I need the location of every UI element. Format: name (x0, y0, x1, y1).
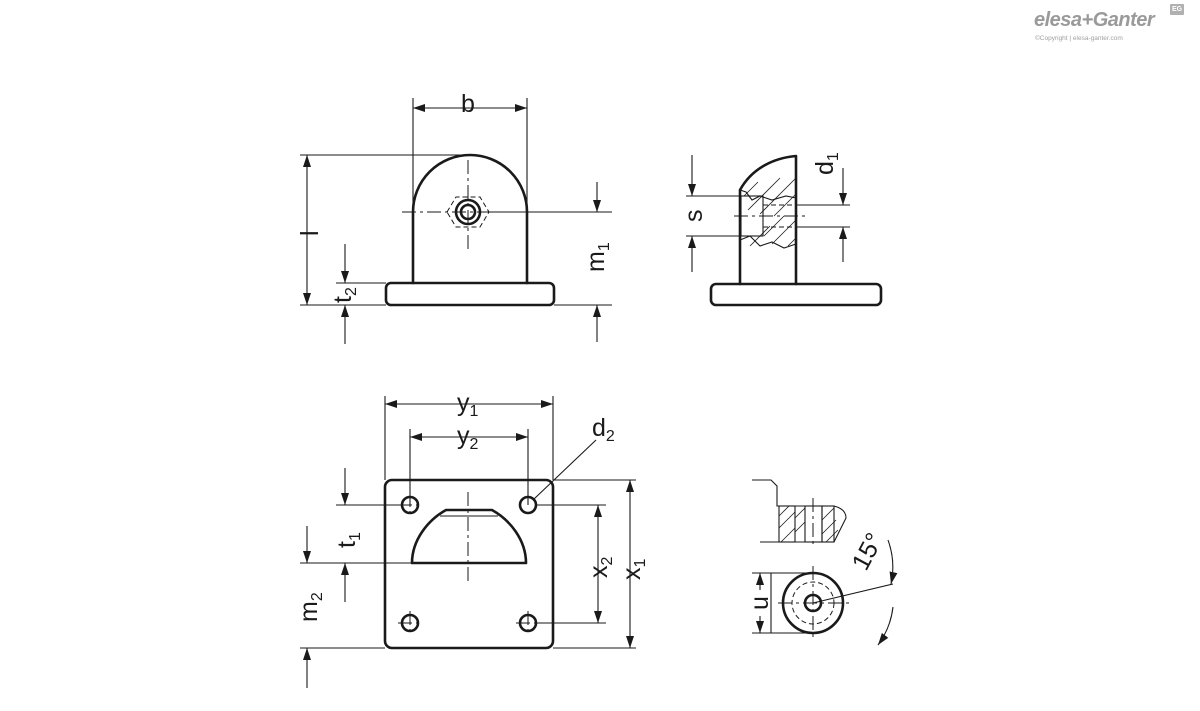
front-view-bracket (411, 153, 529, 285)
label-m2-sub: 2 (309, 592, 326, 601)
label-y2-sub: 2 (470, 436, 479, 453)
svg-text:x2: x2 (585, 557, 616, 579)
label-y1: y (457, 389, 470, 417)
label-x2: x (585, 565, 613, 578)
logo: elesa+Ganter EG ©Copyright | elesa-gante… (1034, 4, 1184, 49)
label-d1-sub: 1 (825, 152, 842, 161)
label-d2-sub: 2 (606, 428, 615, 445)
label-m1: m (582, 251, 610, 272)
front-view-base (384, 281, 556, 307)
label-m2: m (295, 601, 323, 622)
label-y1-sub: 1 (470, 403, 479, 420)
side-view-bracket (738, 154, 798, 286)
svg-text:d1: d1 (811, 152, 842, 175)
svg-text:m1: m1 (582, 242, 613, 272)
label-y2: y (457, 422, 470, 450)
logo-badge: EG (1170, 4, 1184, 15)
label-t1: t (333, 541, 361, 548)
detail-view: u 15° (746, 528, 898, 646)
label-angle: 15° (847, 528, 889, 575)
label-u: u (746, 596, 774, 610)
label-t2-sub: 2 (343, 287, 360, 296)
svg-text:y1: y1 (457, 389, 479, 420)
label-m1-sub: 1 (596, 242, 613, 251)
top-view-dome (410, 508, 528, 565)
label-t2: t (329, 296, 357, 303)
label-d2: d (592, 414, 606, 442)
side-view: s d1 (680, 152, 883, 307)
top-view: y1 y2 d2 x1 x2 t1 m2 (295, 389, 649, 688)
label-d1: d (811, 161, 839, 175)
svg-text:x1: x1 (618, 559, 649, 581)
svg-text:t2: t2 (329, 287, 360, 303)
label-l: l (296, 230, 324, 236)
svg-text:t1: t1 (333, 532, 364, 548)
label-s: s (680, 210, 708, 223)
label-b: b (461, 90, 475, 118)
detail-section (752, 479, 847, 548)
front-view: b l t2 m1 (296, 90, 613, 344)
side-view-base (709, 282, 883, 307)
svg-text:m2: m2 (295, 592, 326, 622)
label-t1-sub: 1 (347, 532, 364, 541)
svg-text:y2: y2 (457, 422, 479, 453)
detail-section-profile (752, 479, 847, 543)
top-view-plate (383, 478, 555, 650)
label-x2-sub: 2 (599, 557, 616, 566)
logo-name: elesa+Ganter (1034, 9, 1155, 31)
label-x1: x (618, 567, 646, 580)
logo-copyright: ©Copyright | elesa-ganter.com (1035, 35, 1123, 42)
svg-text:d2: d2 (592, 414, 615, 445)
label-x1-sub: 1 (632, 559, 649, 568)
